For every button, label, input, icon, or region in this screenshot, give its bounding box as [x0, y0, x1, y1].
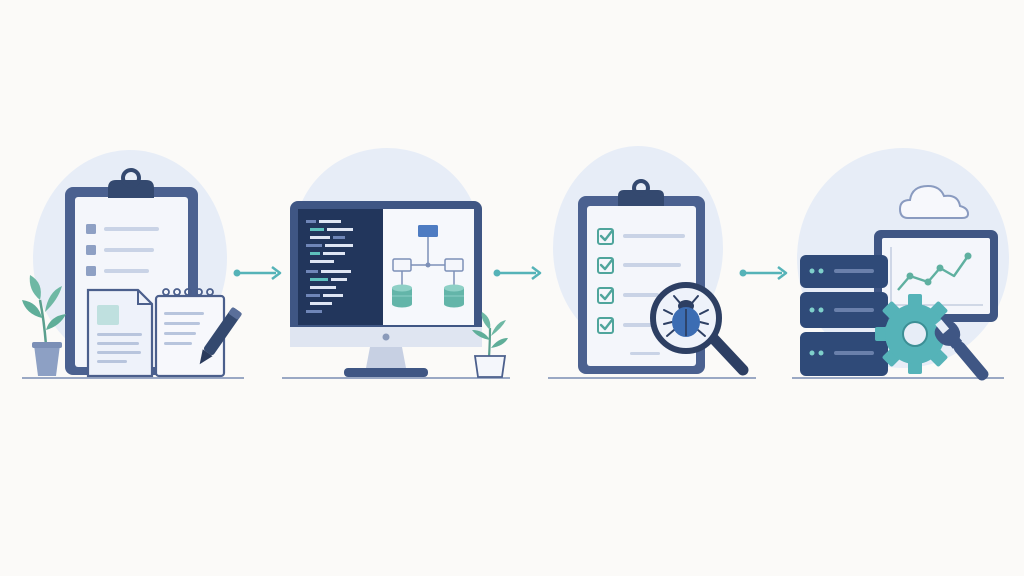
connector-arrow: [738, 262, 790, 284]
document-icon: [86, 288, 154, 378]
code-editor-icon: [298, 209, 383, 325]
step-testing: [540, 0, 765, 576]
pen-icon: [199, 307, 242, 365]
database-icon: [392, 284, 412, 308]
plant-icon: [472, 312, 508, 378]
step-deployment-maintenance: [788, 0, 1018, 576]
cloud-icon: [898, 184, 970, 219]
checkbox-icon: [597, 287, 659, 304]
checkbox-icon: [597, 317, 653, 334]
wrench-icon: [934, 319, 989, 381]
bug-icon: [663, 295, 709, 337]
gear-icon: [875, 294, 955, 374]
checkbox-icon: [597, 228, 685, 245]
connector-arrow: [232, 262, 284, 284]
database-icon: [444, 284, 464, 308]
plant-icon: [22, 275, 66, 376]
server-icon: [800, 255, 888, 376]
connector-arrow: [492, 262, 544, 284]
step-design-development: [278, 0, 518, 576]
notepad-icon: [154, 288, 226, 378]
step-requirements: [0, 0, 250, 576]
checkbox-icon: [597, 257, 681, 274]
flowchart-icon: [383, 209, 474, 325]
